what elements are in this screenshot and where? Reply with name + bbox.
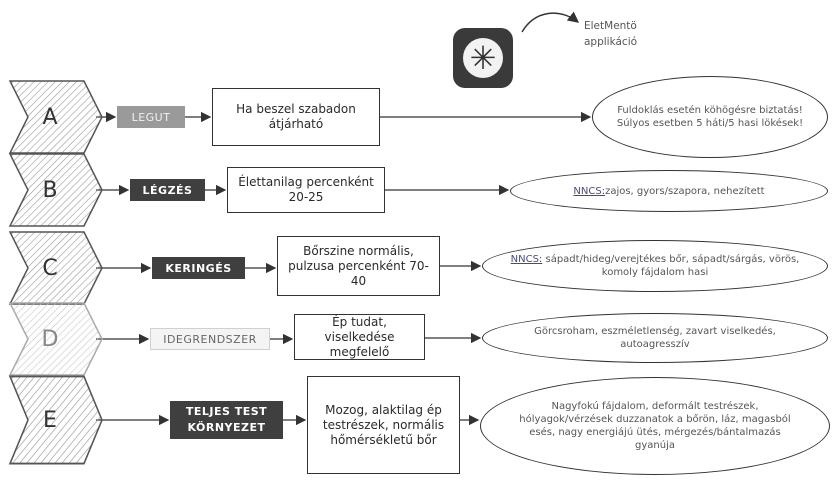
app-pointer-arrow <box>521 11 580 33</box>
ellipse-text: zajos, gyors/szapora, nehezített <box>605 185 765 197</box>
normal-state-box-b: Élettanilag percenként 20-25 <box>227 167 385 213</box>
normal-state-box-a: Ha beszel szabadon átjárható <box>212 88 380 146</box>
warning-ellipse-d: Görcsroham, eszméletlenség, zavart visel… <box>482 313 828 363</box>
chevron-c: C <box>8 230 104 306</box>
app-label-line1: EletMentö <box>584 20 637 32</box>
warning-ellipse-e: Nagyfokú fájdalom, deformált testrészek,… <box>480 377 830 475</box>
tag-nervous-system: IDEGRENDSZER <box>150 328 270 350</box>
row-letter: D <box>41 326 59 352</box>
normal-state-box-d: Ép tudat, viselkedése megfelelő <box>294 314 425 360</box>
app-icon[interactable]: ✳ <box>453 28 513 88</box>
row-letter: E <box>43 407 57 433</box>
chevron-e: E <box>8 374 104 466</box>
normal-state-box-c: Bőrszine normális, pulzusa percenként 70… <box>277 236 440 296</box>
ellipse-text: Fuldoklás esetén köhögésre biztatás! Súl… <box>616 105 804 129</box>
chevron-e-shape <box>8 375 103 465</box>
row-letter: C <box>42 255 58 281</box>
warning-ellipse-b: NNCS: zajos, gyors/szapora, nehezített <box>510 170 828 212</box>
ellipse-text: sápadt/hideg/verejtékes bőr, sápadt/sárg… <box>542 254 800 278</box>
chevron-b-shape <box>8 153 103 227</box>
normal-state-box-e: Mozog, alaktilag ép testrészek, normális… <box>307 376 460 474</box>
chevron-d: D <box>8 301 104 377</box>
star-of-life-icon: ✳ <box>463 38 503 78</box>
tag-breathing: LÉGZÉS <box>130 179 205 201</box>
chevron-b: B <box>8 152 104 228</box>
warning-ellipse-c: NNCS: sápadt/hideg/verejtékes bőr, sápad… <box>482 240 828 292</box>
ellipse-text: Görcsroham, eszméletlenség, zavart visel… <box>534 326 776 350</box>
tag-airway: LEGUT <box>117 106 185 128</box>
app-label: EletMentö applikáció <box>584 18 637 50</box>
row-letter: B <box>42 177 58 203</box>
ellipse-prefix: NNCS: <box>510 254 543 265</box>
tag-circulation: KERINGÉS <box>152 257 245 279</box>
chevron-a-shape <box>8 80 103 154</box>
ellipse-text: Nagyfokú fájdalom, deformált testrészek,… <box>519 401 791 451</box>
row-letter: A <box>42 104 58 130</box>
chevron-d-shape <box>8 302 103 376</box>
app-label-line2: applikáció <box>584 36 638 48</box>
ellipse-prefix: NNCS: <box>573 185 606 197</box>
chevron-a: A <box>8 79 104 155</box>
tag-full-body-environment: TELJES TEST KÖRNYEZET <box>170 401 283 439</box>
warning-ellipse-a: Fuldoklás esetén köhögésre biztatás! Súl… <box>592 76 828 158</box>
